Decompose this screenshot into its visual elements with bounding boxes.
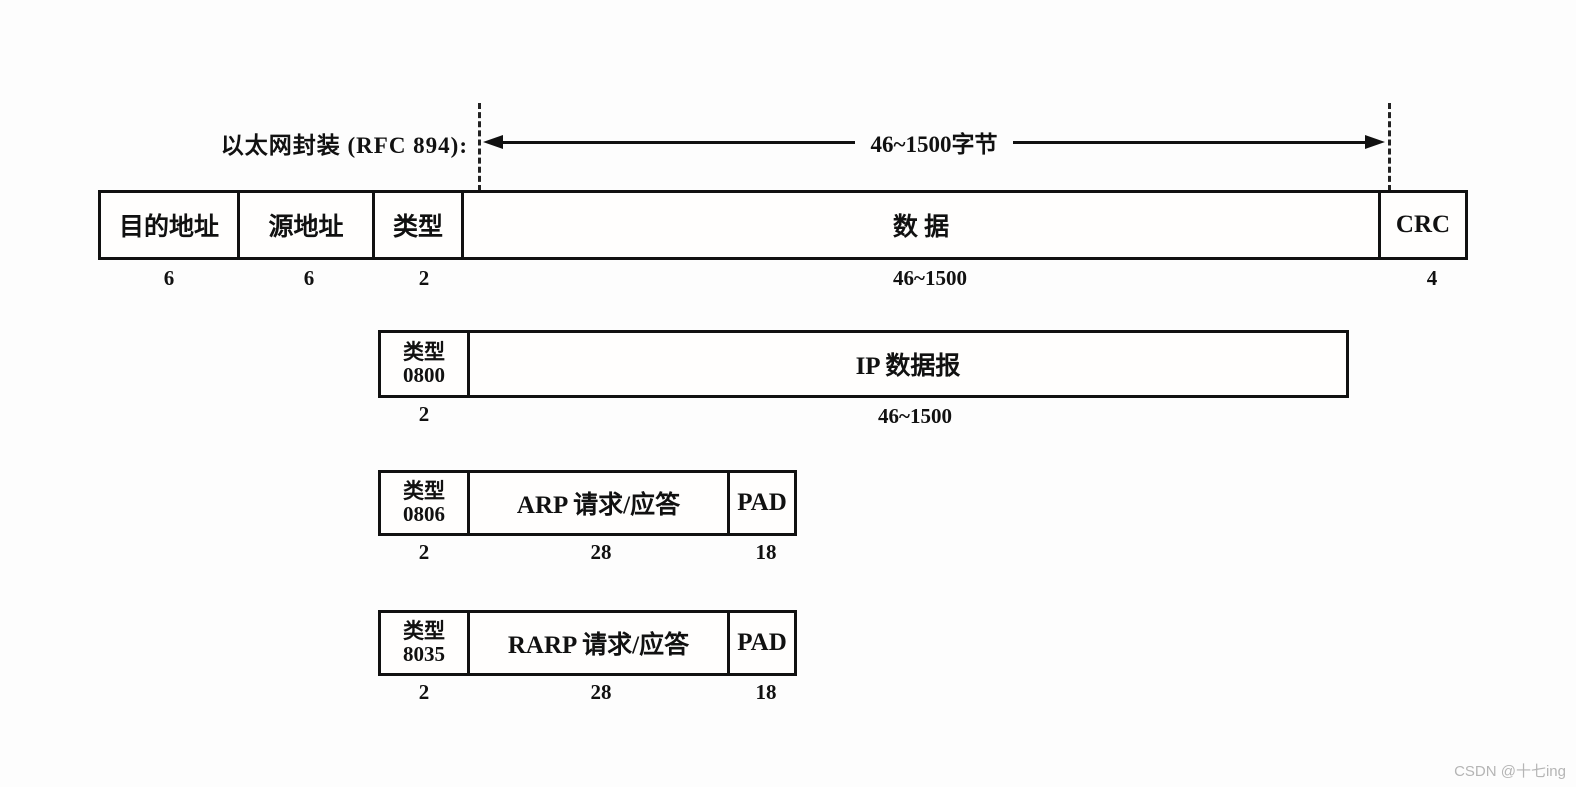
arp-data-size: 28	[590, 540, 612, 564]
dashed-guide-right	[1388, 103, 1391, 191]
arrowhead-left-icon	[483, 135, 503, 149]
arp-type-field: 类型 0806	[378, 470, 470, 536]
arp-type-label: 类型	[403, 479, 445, 504]
arp-pad-field: PAD	[727, 470, 797, 536]
byte-range-arrow: 46~1500字节	[483, 130, 1385, 157]
ip-type-label: 类型	[403, 340, 445, 365]
dashed-guide-left	[478, 103, 481, 191]
arrowhead-right-icon	[1365, 135, 1385, 149]
arrow-line-left	[503, 140, 855, 144]
arrow-line-right	[1013, 140, 1365, 144]
ip-type-size: 2	[418, 402, 430, 426]
rarp-row: 类型 8035 RARP 请求/应答 PAD	[378, 610, 797, 676]
ip-data-size: 46~1500	[878, 404, 952, 428]
field-data-label: 数 据	[892, 214, 950, 241]
diagram-title: 以太网封装 (RFC 894):	[220, 133, 468, 158]
rarp-pad-size: 18	[755, 680, 777, 704]
arp-pad-label: PAD	[737, 489, 787, 516]
arp-row: 类型 0806 ARP 请求/应答 PAD	[378, 470, 797, 536]
rarp-pad-field: PAD	[727, 610, 797, 676]
field-type-label: 类型	[392, 214, 443, 241]
ip-type-value: 0800	[403, 363, 445, 387]
field-dest-address-label: 目的地址	[118, 214, 219, 241]
ethernet-frame-row: 目的地址 源地址 类型 数 据 CRC	[98, 190, 1468, 260]
size-type: 2	[418, 266, 430, 290]
size-dest-address: 6	[163, 266, 175, 290]
rarp-type-field: 类型 8035	[378, 610, 470, 676]
rarp-data-field: RARP 请求/应答	[467, 610, 730, 676]
arp-data-field: ARP 请求/应答	[467, 470, 730, 536]
size-src-address: 6	[303, 266, 315, 290]
field-data: 数 据	[461, 190, 1381, 260]
ip-type-field: 类型 0800	[378, 330, 470, 398]
size-data: 46~1500	[893, 266, 967, 290]
arp-type-value: 0806	[403, 502, 445, 526]
field-crc: CRC	[1378, 190, 1468, 260]
rarp-data-size: 28	[590, 680, 612, 704]
field-src-address-label: 源地址	[268, 214, 344, 241]
rarp-data-label: RARP 请求/应答	[507, 632, 690, 659]
arp-pad-size: 18	[755, 540, 777, 564]
byte-range-label: 46~1500字节	[870, 132, 998, 157]
rarp-type-label: 类型	[403, 619, 445, 644]
rarp-type-value: 8035	[403, 642, 445, 666]
rarp-pad-label: PAD	[737, 629, 787, 656]
ip-data-field: IP 数据报	[467, 330, 1349, 398]
size-crc: 4	[1426, 266, 1438, 290]
field-type: 类型	[372, 190, 464, 260]
csdn-watermark: CSDN @十七ing	[1454, 763, 1566, 780]
field-crc-label: CRC	[1395, 211, 1451, 238]
ip-row: 类型 0800 IP 数据报	[378, 330, 1349, 398]
field-src-address: 源地址	[237, 190, 375, 260]
field-dest-address: 目的地址	[98, 190, 240, 260]
arp-type-size: 2	[418, 540, 430, 564]
arp-data-label: ARP 请求/应答	[516, 492, 681, 519]
rarp-type-size: 2	[418, 680, 430, 704]
ip-data-label: IP 数据报	[855, 353, 961, 380]
